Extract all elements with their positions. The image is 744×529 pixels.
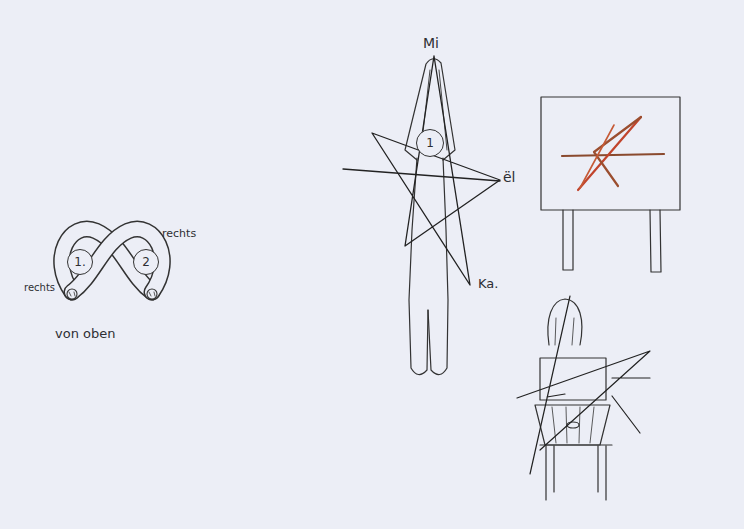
callout-circle: 1 (416, 129, 444, 157)
handwritten-label: rechts (162, 228, 196, 239)
handwritten-label: rechts (24, 283, 55, 293)
star-lines (517, 296, 650, 474)
callout-number: 1 (426, 137, 434, 149)
handwritten-label: Mi (423, 36, 439, 50)
handwritten-label: Ka. (478, 277, 498, 290)
handwritten-label: ël (503, 170, 516, 184)
easel (541, 97, 680, 272)
callout-circle: 1. (67, 249, 93, 275)
callout-number: 1. (74, 256, 85, 268)
crossed-arms (62, 229, 163, 299)
callout-circle: 2 (133, 249, 159, 275)
star-lines (343, 56, 500, 285)
handwritten-label: von oben (55, 327, 115, 340)
board-star (562, 117, 664, 190)
callout-number: 2 (142, 256, 150, 268)
